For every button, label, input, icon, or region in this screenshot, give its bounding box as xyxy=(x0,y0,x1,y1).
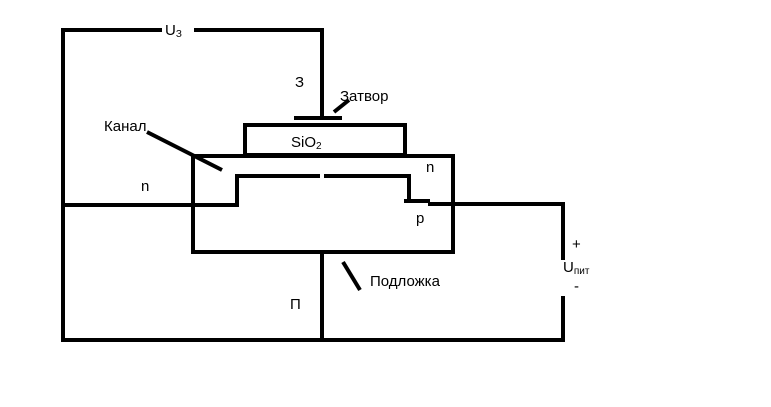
supply-voltage-label: Uпит xyxy=(563,259,590,277)
oxide-label: SiO2 xyxy=(291,134,322,152)
n-region-boundary xyxy=(235,174,411,206)
gate-voltage-label: UЗ xyxy=(165,22,182,40)
gate-leader-line xyxy=(332,98,351,114)
drain-region-label: n xyxy=(426,159,435,176)
substrate-terminal-label: П xyxy=(290,296,301,313)
minus-sign: - xyxy=(574,278,579,295)
channel-label: Канал xyxy=(104,118,147,135)
substrate-leader-line xyxy=(341,260,362,292)
supply-wire xyxy=(61,202,565,342)
plus-sign: + xyxy=(572,236,581,253)
gate-name-label: Затвор xyxy=(340,88,389,105)
source-region-label: n xyxy=(141,178,150,195)
oxide-layer xyxy=(243,123,407,157)
gate-voltage-wire xyxy=(61,28,324,207)
substrate-name-label: Подложка xyxy=(370,273,440,290)
gate-terminal-label: З xyxy=(295,74,305,91)
p-region-label: p xyxy=(416,210,425,227)
channel-leader-line xyxy=(146,130,223,172)
